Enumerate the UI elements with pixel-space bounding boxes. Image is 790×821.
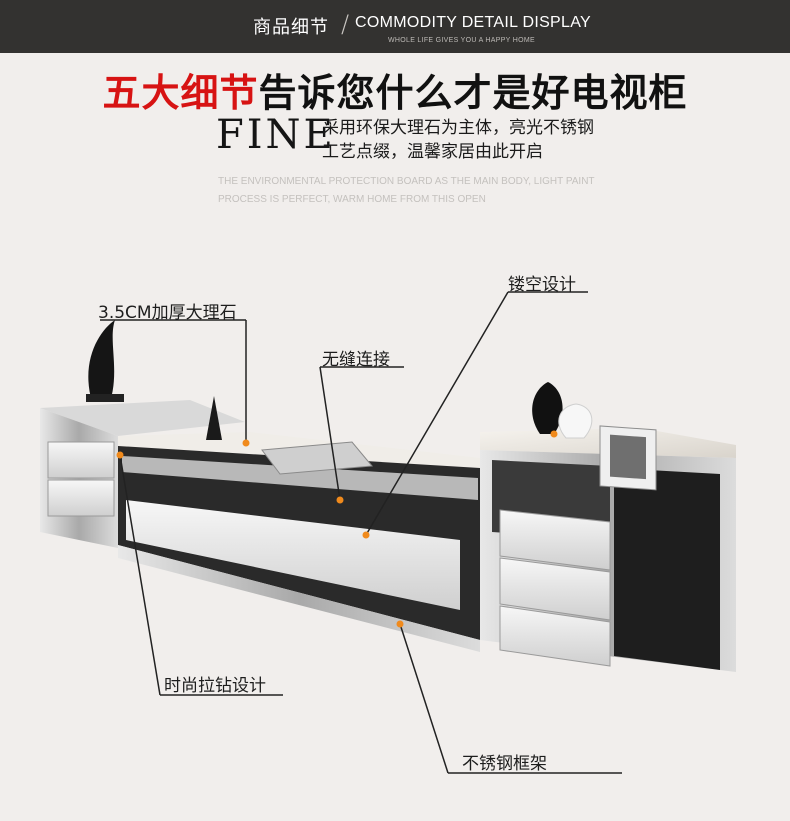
black-vase (532, 382, 563, 434)
leader-frame-v (399, 623, 449, 774)
tv-cabinet-illustration (40, 291, 736, 774)
dot-drill (116, 451, 124, 459)
dot-seamless (336, 496, 344, 504)
callout-drill: 时尚拉钻设计 (164, 676, 266, 696)
right-drawer-3 (499, 605, 611, 667)
intro-description: 采用环保大理石为主体，亮光不锈钢 工艺点缀，温馨家居由此开启 (322, 116, 594, 164)
dot-marble (242, 439, 250, 447)
tv-stand-frame (118, 545, 480, 652)
intro-english: THE ENVIRONMENTAL PROTECTION BOARD AS TH… (218, 173, 595, 209)
right-cabinet-side-panel (614, 468, 720, 670)
dancer-sculpture (206, 396, 222, 440)
dvd-player (261, 441, 373, 475)
photo-inner (610, 434, 646, 480)
intro-line-1: 采用环保大理石为主体，亮光不锈钢 (322, 118, 594, 138)
left-drawer-1 (47, 441, 115, 479)
tv-stand-glass (122, 456, 478, 500)
callout-frame: 不锈钢框架 (462, 754, 547, 774)
right-drawer-1 (499, 509, 611, 571)
product-illustration: 3.5CM加厚大理石 无缝连接 镂空设计 时尚拉钻设计 不锈钢框架 (0, 210, 790, 817)
dot-right-top (550, 430, 558, 438)
right-drawer-2 (499, 557, 611, 621)
left-cabinet-top (40, 400, 245, 436)
fine-wordmark: FINE (216, 112, 336, 158)
intro-line-2: 工艺点缀，温馨家居由此开启 (322, 142, 543, 162)
callout-seamless: 无缝连接 (322, 350, 390, 370)
intro-en-line-1: THE ENVIRONMENTAL PROTECTION BOARD AS TH… (218, 176, 595, 187)
headline-highlight: 五大细节 (102, 71, 259, 115)
dot-frame (396, 620, 404, 628)
dot-hollow (362, 531, 370, 539)
vase-base-left (86, 394, 124, 402)
page-header: 商品细节 / COMMODITY DETAIL DISPLAY WHOLE LI… (0, 0, 790, 53)
header-divider: / (341, 10, 350, 38)
intro-en-line-2: PROCESS IS PERFECT, WARM HOME FROM THIS … (218, 194, 486, 205)
leader-seamless-v (319, 366, 341, 501)
header-subtitle: WHOLE LIFE GIVES YOU A HAPPY HOME (388, 37, 535, 44)
header-title-en: COMMODITY DETAIL DISPLAY (355, 14, 591, 31)
left-drawer-2 (47, 479, 115, 517)
vase-decor-left (88, 320, 115, 402)
header-title-cn: 商品细节 (253, 17, 329, 38)
headline: 五大细节告诉您什么才是好电视柜 (0, 62, 790, 117)
callout-hollow: 镂空设计 (508, 275, 576, 295)
white-vase (558, 403, 593, 439)
tv-stand-drawer (126, 500, 460, 610)
callout-marble: 3.5CM加厚大理石 (98, 303, 237, 323)
leader-drill-v (119, 454, 161, 696)
leader-hollow-v (365, 291, 509, 536)
headline-rest: 告诉您什么才是好电视柜 (258, 71, 688, 115)
